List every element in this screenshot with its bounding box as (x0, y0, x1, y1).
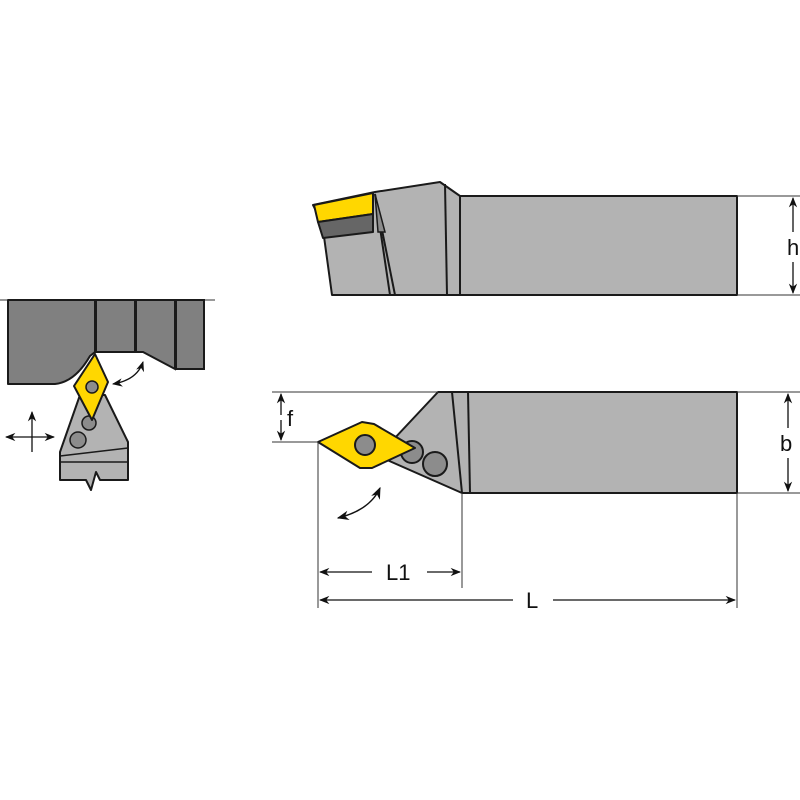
top-view: f b L1 L (272, 391, 800, 613)
workpiece-left (7, 299, 96, 385)
detail-view (0, 299, 215, 491)
workpiece-end (175, 299, 205, 370)
side-view: h (312, 181, 800, 296)
holder-detail (59, 394, 129, 491)
shank-top (377, 391, 738, 494)
dim-label-f: f (287, 406, 294, 431)
dim-label-h: h (787, 235, 799, 260)
screw-2 (422, 451, 448, 477)
dim-label-b: b (780, 431, 792, 456)
shim-side (317, 213, 374, 239)
insert-screw (354, 434, 376, 456)
dim-label-L: L (526, 588, 538, 613)
workpiece-mid (95, 299, 136, 353)
workpiece-right (135, 299, 176, 371)
dim-label-L1: L1 (386, 560, 410, 585)
